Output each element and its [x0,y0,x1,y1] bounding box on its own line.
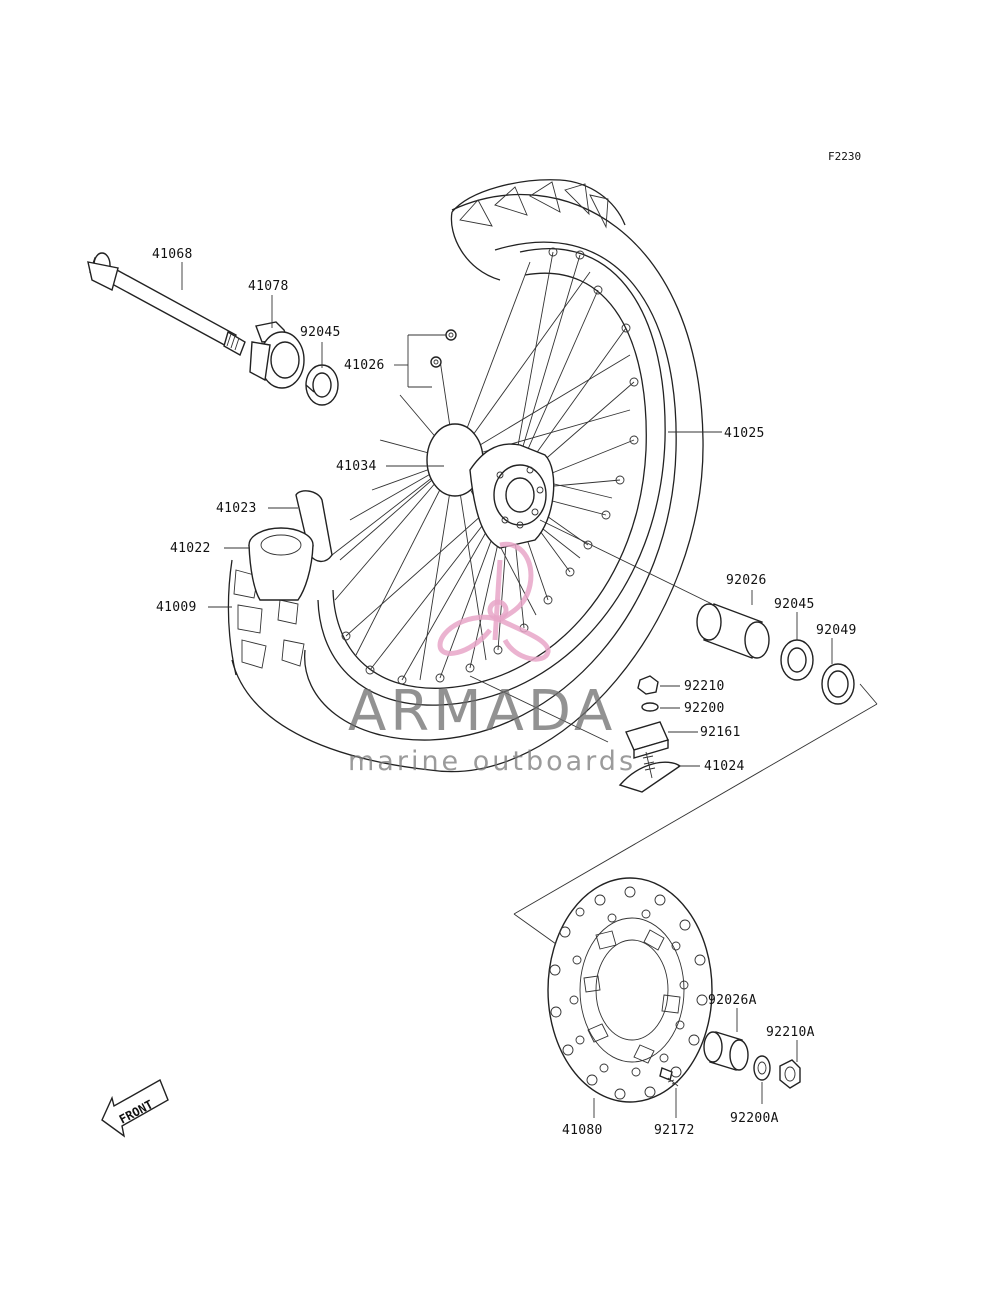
label-41080: 41080 [562,1123,603,1138]
axle-collar [249,321,305,389]
rim-band [295,490,333,563]
brake-disc [547,877,713,1103]
label-41026: 41026 [344,358,385,373]
nut-92210a [779,1059,801,1089]
tube [248,527,314,601]
label-41068: 41068 [152,247,193,262]
label-92210a: 92210A [766,1025,815,1040]
bearing-right [780,639,814,681]
label-92049: 92049 [816,623,857,638]
spoke-nipples [430,329,457,368]
label-92026: 92026 [726,573,767,588]
axle [87,252,246,357]
bearing-left [305,364,339,406]
part-labels: 41068 41078 92045 41026 41034 41025 4102… [152,247,857,1138]
bolt-92172 [659,1067,679,1087]
watermark-brand: ARMADA [348,679,616,744]
label-92045-left: 92045 [300,325,341,340]
watermark: ARMADA marine outboards [348,541,636,777]
label-92200a: 92200A [730,1111,779,1126]
label-92045-right: 92045 [774,597,815,612]
label-41022: 41022 [170,541,211,556]
tread-top [450,179,626,281]
label-92172: 92172 [654,1123,695,1138]
label-41025: 41025 [724,426,765,441]
nut-92210 [637,675,659,695]
block-92161 [625,721,669,759]
oil-seal [821,663,855,705]
washer-92200a [753,1055,771,1081]
label-92200: 92200 [684,701,725,716]
label-41034: 41034 [336,459,377,474]
hub [426,423,555,549]
label-92210: 92210 [684,679,725,694]
tire-and-rim [227,179,704,773]
label-92026a: 92026A [708,993,757,1008]
collar-92026a [703,1031,749,1071]
label-41024: 41024 [704,759,745,774]
diagram-code: F2230 [828,150,861,163]
washer-92200 [641,702,659,712]
label-41023: 41023 [216,501,257,516]
leader-lines [181,262,878,1118]
collar-right [696,603,770,659]
tread-left [227,559,305,676]
watermark-logo-icon [437,541,551,662]
label-92161: 92161 [700,725,741,740]
front-arrow-icon: FRONT [101,1078,169,1138]
label-41009: 41009 [156,600,197,615]
watermark-tagline: marine outboards [348,746,636,777]
label-41078: 41078 [248,279,289,294]
